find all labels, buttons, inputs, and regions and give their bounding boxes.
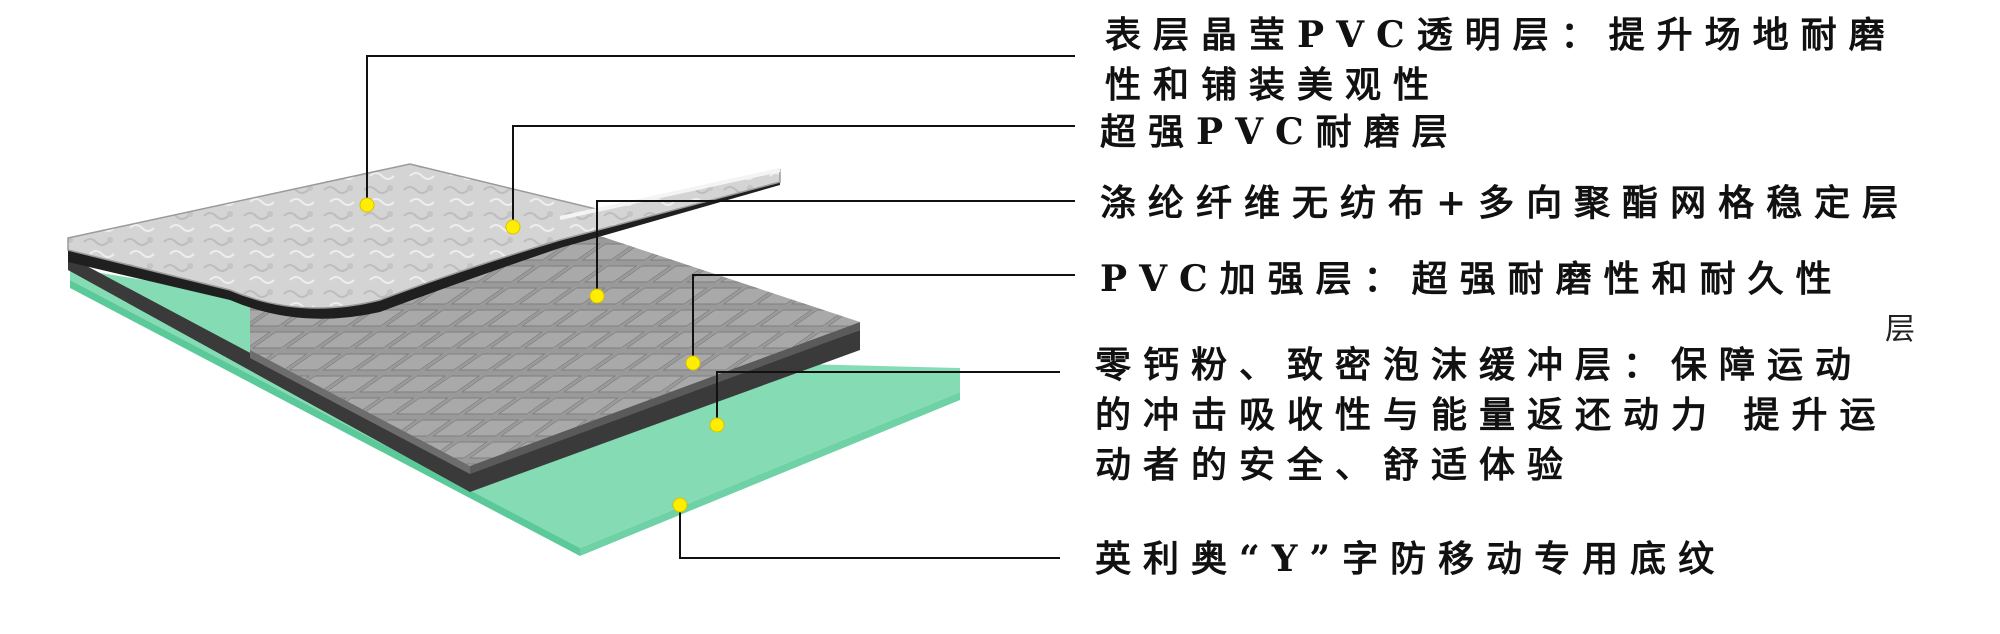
marker-dot	[359, 197, 375, 213]
top-layer-face	[67, 163, 781, 309]
leader-line-6	[679, 505, 1060, 559]
marker-dot	[672, 497, 688, 513]
label-line: 英利奥“Y”字防移动专用底纹	[1095, 538, 1727, 580]
label-line: 表层晶莹PVC透明层：提升场地耐磨	[1105, 14, 1897, 56]
stray-glyph: 层	[1885, 312, 1915, 347]
markers	[359, 197, 725, 513]
label-line: 涤纶纤维无纺布+多向聚酯网格稳定层	[1100, 182, 1911, 224]
leader-line-3	[596, 200, 1075, 296]
mesh-right-edge	[470, 322, 860, 474]
leader-line-5	[716, 371, 1060, 425]
label-anti-slip-base: 英利奥“Y”字防移动专用底纹	[1095, 534, 1726, 584]
leader-lines	[366, 55, 1075, 559]
label-mesh-layer: 涤纶纤维无纺布+多向聚酯网格稳定层	[1100, 178, 1910, 228]
label-line: 的冲击吸收性与能量返还动力 提升运	[1095, 394, 1888, 436]
label-wear-layer: 超强PVC耐磨层	[1100, 107, 1460, 157]
marker-dot	[685, 355, 701, 371]
leader-line-2	[512, 125, 1075, 227]
leader-line-1	[366, 55, 1075, 205]
marker-dot	[505, 219, 521, 235]
label-line: 性和铺装美观性	[1105, 64, 1442, 106]
wear-layer-peel	[68, 170, 780, 319]
leader-line-4	[692, 274, 1075, 363]
label-foam-cushion: 零钙粉、致密泡沫缓冲层：保障运动 的冲击吸收性与能量返还动力 提升运 动者的安全…	[1095, 340, 1888, 490]
label-pvc-reinforcement: PVC加强层：超强耐磨性和耐久性	[1100, 254, 1844, 304]
marker-dot	[589, 288, 605, 304]
label-line: 动者的安全、舒适体验	[1095, 444, 1576, 486]
label-top-transparent-layer: 表层晶莹PVC透明层：提升场地耐磨 性和铺装美观性	[1105, 10, 1897, 110]
marker-dot	[709, 417, 725, 433]
foam-right-face	[580, 392, 960, 556]
mesh-front-edge	[250, 350, 470, 474]
label-line: PVC加强层：超强耐磨性和耐久性	[1100, 258, 1844, 300]
foam-front-face	[70, 280, 580, 556]
label-line: 零钙粉、致密泡沫缓冲层：保障运动	[1095, 344, 1864, 386]
label-line: 超强PVC耐磨层	[1100, 111, 1460, 153]
